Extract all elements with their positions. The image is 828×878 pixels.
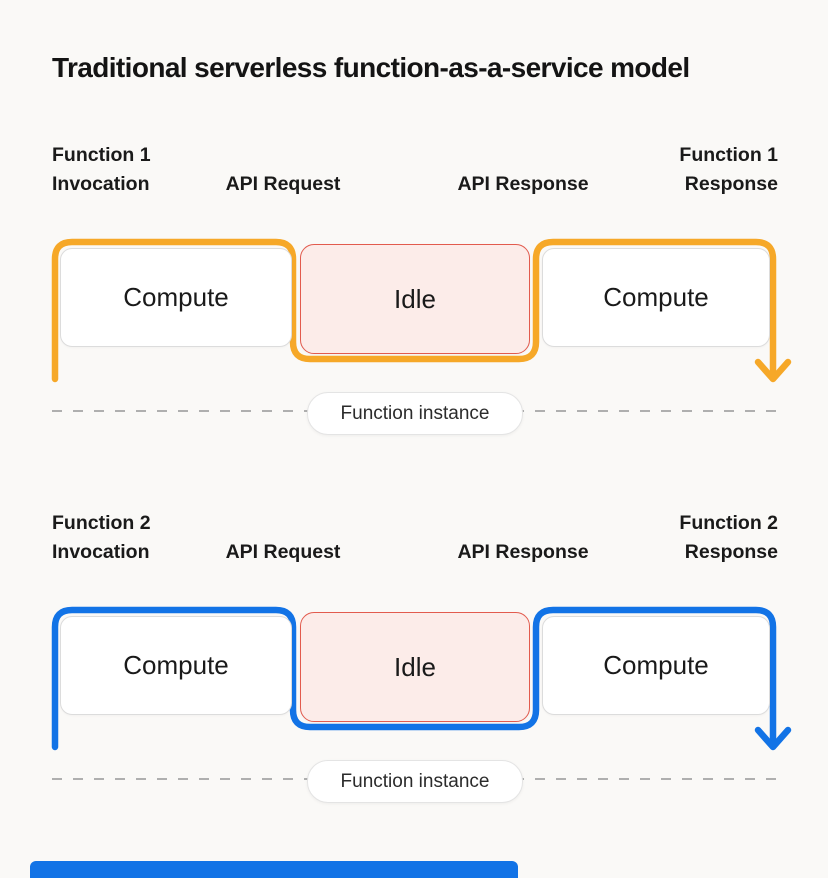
function1-response-line2: Response xyxy=(684,173,778,195)
function1-invocation-line2: Invocation xyxy=(52,173,150,195)
function2-idle-box: Idle xyxy=(300,612,530,722)
page-title: Traditional serverless function-as-a-ser… xyxy=(52,52,690,83)
function2-response-label: Function 2 Response xyxy=(679,509,778,567)
function2-invocation-label: Function 2 Invocation xyxy=(52,509,151,567)
api-response-label-1: API Response xyxy=(457,173,589,195)
compute-box-label: Compute xyxy=(123,650,229,680)
function1-invocation-label: Function 1 Invocation xyxy=(52,141,151,199)
function1-compute-box-1: Compute xyxy=(60,248,292,347)
function1-response-label: Function 1 Response xyxy=(679,141,778,199)
idle-box-label: Idle xyxy=(394,283,436,314)
function1-invocation-line1: Function 1 xyxy=(52,144,151,166)
function2-response-line1: Function 2 xyxy=(679,512,778,534)
function1-idle-box: Idle xyxy=(300,244,530,354)
idle-box-label: Idle xyxy=(394,651,436,682)
function2-compute-box-2: Compute xyxy=(542,616,770,715)
api-request-label-1: API Request xyxy=(225,173,341,195)
api-request-label-2: API Request xyxy=(225,541,341,563)
api-response-label-2: API Response xyxy=(457,541,589,563)
function2-invocation-line2: Invocation xyxy=(52,541,150,563)
compute-box-label: Compute xyxy=(603,650,709,680)
function2-arrowhead-icon xyxy=(754,726,792,751)
function-instance-pill-label: Function instance xyxy=(340,770,490,792)
compute-box-label: Compute xyxy=(603,282,709,312)
compute-box-label: Compute xyxy=(123,282,229,312)
function1-arrowhead-icon xyxy=(754,358,792,383)
function1-compute-box-2: Compute xyxy=(542,248,770,347)
function1-response-line1: Function 1 xyxy=(679,144,778,166)
function2-compute-box-1: Compute xyxy=(60,616,292,715)
function2-instance-pill: Function instance xyxy=(307,760,523,803)
function2-response-line2: Response xyxy=(684,541,778,563)
cropped-blue-bar xyxy=(30,861,518,878)
function2-invocation-line1: Function 2 xyxy=(52,512,151,534)
function-instance-pill-label: Function instance xyxy=(340,402,490,424)
function1-instance-pill: Function instance xyxy=(307,392,523,435)
